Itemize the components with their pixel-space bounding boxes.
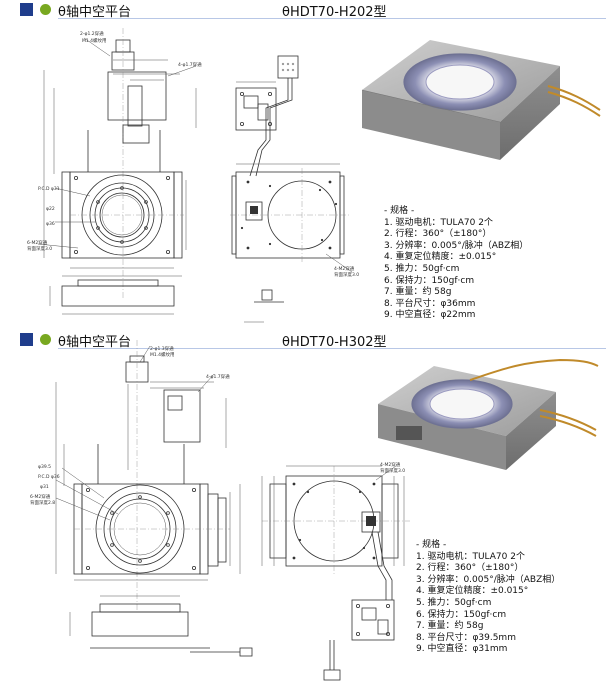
header-square-icon: [20, 3, 33, 16]
label-thread-top: M1.4螺纹用: [150, 351, 175, 358]
section-title: θ轴中空平台: [58, 335, 131, 350]
label-hole-side: 4-φ1.7穿通: [206, 373, 230, 380]
label-thread-face: 6-M2穿通: [27, 239, 48, 246]
spec-item: 1. 驱动电机：TULA70 2个: [416, 551, 525, 562]
product-render-h302: [378, 358, 599, 470]
spec-item: 7. 重量：约 58g: [416, 621, 484, 632]
header-square-icon: [20, 333, 33, 346]
section-header-1: θ轴中空平台 θHDT70-H202型: [0, 0, 614, 20]
label-dia-a: φ39.5: [38, 464, 51, 470]
plan-view-h302: [261, 465, 410, 681]
spec-item: 7. 重量：约 58g: [384, 287, 452, 298]
plan-view-h202: [230, 55, 353, 273]
spec-item: 4. 重复定位精度：±0.015°: [416, 586, 529, 597]
spec-item: 4. 重复定位精度：±0.015°: [384, 252, 497, 263]
plan-view-h202-labels: 4-M2穿通 背面深度3.0: [334, 265, 359, 278]
spec-title: - 规格 -: [384, 206, 415, 216]
spec-item: 2. 行程：360°（±180°）: [384, 229, 492, 240]
spec-item: 5. 推力：50gf·cm: [416, 597, 492, 608]
spec-item: 5. 推力：50gf·cm: [384, 263, 460, 274]
label-thread-base: 4-M2穿通: [380, 461, 401, 468]
spec-item: 3. 分辨率：0.005°/脉冲（ABZ相）: [384, 240, 529, 251]
model-name: θHDT70-H202型: [282, 5, 387, 20]
plan-view-h302-labels: 4-M2穿通 背面深度3.0: [380, 461, 405, 474]
spec-list-h202: - 规格 - 1. 驱动电机：TULA70 2个 2. 行程：360°（±180…: [384, 206, 528, 322]
spec-item: 1. 驱动电机：TULA70 2个: [384, 217, 493, 228]
label-thread-top: M1.4螺纹用: [82, 37, 107, 44]
label-pcd: P.C.D φ36: [38, 474, 60, 480]
spec-item: 6. 保持力：150gf·cm: [384, 275, 475, 286]
label-thread-base: 4-M2穿通: [334, 265, 355, 272]
label-thread-base-depth: 背面深度3.0: [334, 271, 359, 278]
label-thread-face: 6-M2穿通: [30, 493, 51, 500]
label-pcd: P.C.D φ31: [38, 186, 60, 192]
spec-list-h302: - 规格 - 1. 驱动电机：TULA70 2个 2. 行程：360°（±180…: [416, 540, 560, 656]
label-thread-face-depth: 背面深度2.8: [30, 499, 55, 506]
spec-item: 8. 平台尺寸：φ39.5mm: [416, 632, 516, 643]
spec-title: - 规格 -: [416, 540, 447, 550]
side-view-small-h202: [244, 289, 284, 323]
front-view-h302: [55, 340, 253, 657]
spec-item: 3. 分辨率：0.005°/脉冲（ABZ相）: [416, 574, 561, 585]
product-render-h202: [361, 40, 601, 160]
front-view-h202: [37, 28, 197, 315]
model-name: θHDT70-H302型: [282, 335, 387, 350]
label-hole-top: 2-φ1.3穿通: [150, 345, 174, 352]
spec-item: 8. 平台尺寸：φ36mm: [384, 298, 476, 309]
label-dia-a: φ22: [46, 206, 55, 212]
label-thread-face-depth: 背面深度3.0: [27, 245, 52, 252]
section-header-2: θ轴中空平台 θHDT70-H302型: [0, 330, 614, 350]
front-view-h202-labels: 2-φ1.2穿通 M1.4螺纹用 4-φ1.7穿通 P.C.D φ31 φ22 …: [27, 30, 202, 252]
header-dot-icon: [40, 4, 51, 15]
spec-item: 9. 中空直径：φ31mm: [416, 644, 508, 655]
header-dot-icon: [40, 334, 51, 345]
header-rule: [58, 348, 606, 349]
label-thread-base-depth: 背面深度3.0: [380, 467, 405, 474]
section-title: θ轴中空平台: [58, 5, 131, 20]
header-rule: [58, 18, 606, 19]
spec-item: 6. 保持力：150gf·cm: [416, 609, 507, 620]
spec-item: 2. 行程：360°（±180°）: [416, 563, 524, 574]
front-view-h302-labels: 2-φ1.3穿通 M1.4螺纹用 4-φ1.7穿通 φ39.5 P.C.D φ3…: [30, 345, 230, 506]
label-dia-b: φ31: [40, 484, 49, 490]
spec-item: 9. 中空直径：φ22mm: [384, 310, 476, 321]
label-hole-side: 4-φ1.7穿通: [178, 61, 202, 68]
label-hole-top: 2-φ1.2穿通: [80, 30, 104, 37]
label-dia-b: φ36: [46, 221, 55, 227]
